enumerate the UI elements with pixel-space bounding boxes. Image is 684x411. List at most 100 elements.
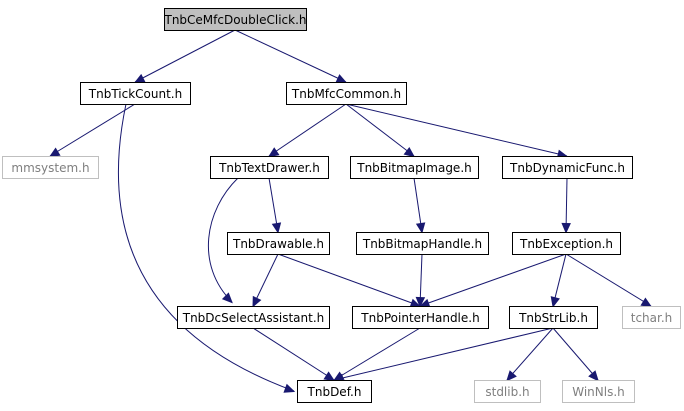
node-label: TnbMfcCommon.h <box>291 87 401 101</box>
node-stdlib: stdlib.h <box>474 380 541 403</box>
node-win-nls: WinNls.h <box>562 380 635 403</box>
edge-line <box>252 253 279 307</box>
edge-tnb-dc-select-assistant-to-tnb-def <box>252 327 336 382</box>
node-box <box>210 156 329 179</box>
arrowhead <box>415 222 426 234</box>
edge-line <box>268 103 347 157</box>
edge-tnb-tick-count-to-mmsystem <box>48 103 136 158</box>
node-label: TnbDrawable.h <box>232 237 324 251</box>
arrowhead <box>283 383 296 393</box>
node-tnb-def[interactable]: TnbDef.h <box>297 380 372 403</box>
edge-tnb-text-drawer-to-tnb-dc-select-assistant <box>207 177 239 304</box>
node-box <box>227 232 330 255</box>
edge-line <box>252 327 335 381</box>
node-tnb-mfc-common[interactable]: TnbMfcCommon.h <box>286 82 407 105</box>
edges-layer <box>48 29 653 393</box>
edge-tnb-str-lib-to-stdlib <box>506 327 554 382</box>
node-box <box>80 82 191 105</box>
arrowhead <box>267 147 280 158</box>
node-tnb-bitmap-image[interactable]: TnbBitmapImage.h <box>350 156 479 179</box>
node-label: TnbDynamicFunc.h <box>509 161 625 175</box>
node-box <box>509 306 598 329</box>
edge-line <box>277 253 421 307</box>
edge-line <box>234 29 347 83</box>
edge-line <box>413 177 423 233</box>
edge-tnb-bitmap-image-to-tnb-bitmap-handle <box>413 177 426 234</box>
node-box <box>350 156 479 179</box>
node-box <box>502 156 633 179</box>
node-label: TnbDcSelectAssistant.h <box>182 311 325 325</box>
arrowhead <box>403 146 415 158</box>
edge-tnb-str-lib-to-tnb-def <box>332 327 554 383</box>
arrowhead <box>588 370 599 382</box>
node-label: TnbDef.h <box>307 385 362 399</box>
arrowhead <box>640 297 653 308</box>
node-box <box>286 82 407 105</box>
node-label: TnbException.h <box>519 237 613 251</box>
node-box <box>164 8 307 31</box>
node-box <box>622 306 681 329</box>
arrowhead <box>335 74 348 84</box>
node-box <box>474 380 541 403</box>
node-box <box>512 232 621 255</box>
node-box <box>562 380 635 403</box>
edge-tnb-drawable-to-tnb-dc-select-assistant <box>252 253 279 308</box>
edge-tnb-mfc-common-to-tnb-dynamic-func <box>345 103 569 159</box>
edge-line <box>345 103 415 157</box>
arrowhead <box>48 147 61 158</box>
node-tnb-pointer-handle[interactable]: TnbPointerHandle.h <box>352 306 489 329</box>
node-tnb-str-lib[interactable]: TnbStrLib.h <box>509 306 598 329</box>
node-tnb-tick-count[interactable]: TnbTickCount.h <box>80 82 191 105</box>
arrowhead <box>323 371 336 382</box>
node-tnb-drawable[interactable]: TnbDrawable.h <box>227 232 330 255</box>
node-label: TnbTextDrawer.h <box>218 161 320 175</box>
node-box <box>352 306 489 329</box>
edge-line <box>345 103 568 157</box>
arrowhead <box>561 222 571 234</box>
edge-line <box>49 103 136 157</box>
node-label: TnbBitmapHandle.h <box>362 237 482 251</box>
arrowhead <box>550 296 560 308</box>
arrowhead <box>415 296 426 308</box>
edge-line <box>333 327 554 381</box>
edge-tnb-mfc-common-to-tnb-bitmap-image <box>345 103 415 158</box>
node-tnb-text-drawer[interactable]: TnbTextDrawer.h <box>210 156 329 179</box>
node-tnb-dc-select-assistant[interactable]: TnbDcSelectAssistant.h <box>177 306 330 329</box>
edge-tnb-str-lib-to-win-nls <box>552 327 599 382</box>
arrowhead <box>252 295 262 308</box>
edge-line <box>506 327 554 381</box>
edge-tnb-tick-count-to-tnb-def <box>117 103 296 393</box>
edge-tnb-bitmap-handle-to-tnb-pointer-handle <box>415 253 426 308</box>
edge-tnb-pointer-handle-to-tnb-def <box>332 327 421 382</box>
edge-line <box>268 177 279 233</box>
edge-tnb-exception-to-tnb-str-lib <box>550 253 567 308</box>
node-label: TnbPointerHandle.h <box>360 311 479 325</box>
edge-tnb-exception-to-tchar <box>565 253 653 308</box>
node-label: TnbStrLib.h <box>518 311 588 325</box>
node-label: TnbTickCount.h <box>88 87 182 101</box>
arrowhead <box>271 222 282 234</box>
edge-tnb-text-drawer-to-tnb-drawable <box>268 177 282 234</box>
node-label: TnbCeMfcDoubleClick.h <box>163 13 306 27</box>
edge-line <box>565 177 568 233</box>
node-tnb-bitmap-handle[interactable]: TnbBitmapHandle.h <box>356 232 489 255</box>
node-tnb-dynamic-func[interactable]: TnbDynamicFunc.h <box>502 156 633 179</box>
node-label: WinNls.h <box>572 385 625 399</box>
edge-line <box>552 327 599 381</box>
edge-line <box>419 253 567 307</box>
node-label: mmsystem.h <box>11 161 89 175</box>
edge-line <box>207 177 239 303</box>
node-tchar: tchar.h <box>622 306 681 329</box>
edge-tnb-drawable-to-tnb-pointer-handle <box>277 253 422 308</box>
node-box <box>177 306 330 329</box>
node-box <box>356 232 489 255</box>
node-tnb-ce-mfc-double-click[interactable]: TnbCeMfcDoubleClick.h <box>163 8 307 31</box>
edge-line <box>117 103 295 392</box>
node-tnb-exception[interactable]: TnbException.h <box>512 232 621 255</box>
node-box <box>2 156 99 179</box>
edge-line <box>333 327 421 381</box>
arrowhead <box>133 73 146 84</box>
node-label: tchar.h <box>631 311 673 325</box>
